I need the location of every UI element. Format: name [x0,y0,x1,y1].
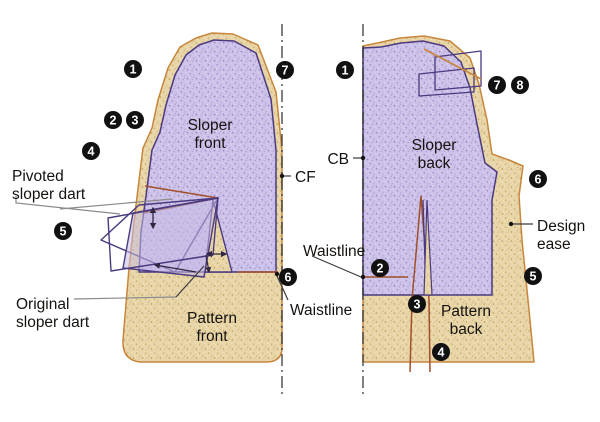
badge-back-4: 4 [432,343,450,361]
badge-number: 7 [282,63,289,77]
pivoted-sloper-dart-group [100,197,219,278]
design-ease-label-line2: ease [537,236,571,253]
pivoted-sloper-dart-label-line1: Pivoted [12,168,64,185]
original-dart-leader [73,296,177,300]
badge-circle [408,295,426,313]
sloper-front-label-line1: Sloper [188,117,233,134]
badge-number: 5 [530,269,537,283]
badge-back-7: 7 [488,76,506,94]
pattern-front-label-line1: Pattern [187,310,237,327]
badge-number: 1 [130,62,137,76]
badge-front-2: 2 [104,111,122,129]
badge-circle [276,61,294,79]
back-piece-group [362,24,535,398]
sloper-back-shape [362,40,498,296]
badge-number: 5 [60,224,67,238]
badge-number: 6 [535,172,542,186]
dart-shift-arrow-down [205,254,212,274]
badge-back-5: 5 [524,267,542,285]
badge-circle [279,268,297,286]
cb-leader-dot [360,155,366,161]
badge-back-6: 6 [529,170,547,188]
badge-circle [104,111,122,129]
badge-number: 8 [517,78,524,92]
back-shoulder-dart-box [434,50,482,91]
back-shoulder-dart-diagonal [423,48,482,80]
original-sloper-dart-label-line2: sloper dart [16,314,90,331]
pivoted-sloper-dart-label-line2: sloper dart [12,186,86,203]
waistline-back-dot [360,274,366,280]
design-ease-label-line1: Design [537,218,585,235]
badge-back-3: 3 [408,295,426,313]
front-piece-group [100,24,283,398]
badge-number: 4 [88,144,95,158]
original-dart-leader-2 [175,265,205,298]
badge-circle [54,222,72,240]
badge-circle [488,76,506,94]
center-front-label: CF [295,169,316,186]
badge-number: 7 [494,78,501,92]
numbered-badges-layer: 1 2 3 4 5 6 7 1 2 3 4 5 6 7 8 [54,60,547,361]
badge-circle [371,259,389,277]
badge-circle [432,343,450,361]
waistline-front-leader [276,275,289,301]
leader-lines-group [15,155,533,301]
pattern-back-label-line1: Pattern [441,303,491,320]
badge-front-4: 4 [82,142,100,160]
badge-back-1: 1 [336,61,354,79]
waistline-front-dot [274,271,280,277]
text-labels-group: Sloper front Pattern front Sloper back P… [12,117,585,345]
sloper-front-label-line2: front [194,135,226,152]
badge-circle [126,111,144,129]
badge-circle [336,61,354,79]
original-sloper-dart-label-line1: Original [16,296,69,313]
center-back-label: CB [327,151,349,168]
badge-number: 1 [342,63,349,77]
dart-shift-arrow-left [153,262,197,273]
waistline-back-leader [311,255,362,278]
badge-number: 3 [132,113,139,127]
waistline-front-label: Waistline [290,302,352,319]
sloper-back-label-line1: Sloper [412,137,457,154]
badge-circle [511,76,529,94]
badge-circle [124,60,142,78]
badge-back-2: 2 [371,259,389,277]
badge-number: 6 [285,270,292,284]
badge-number: 3 [414,297,421,311]
badge-front-5: 5 [54,222,72,240]
badge-front-7: 7 [276,61,294,79]
cf-leader-dot [279,173,285,179]
badge-circle [524,267,542,285]
pivoted-dart-leader-2 [59,198,173,210]
sloper-back-label-line2: back [418,155,451,172]
design-ease-dot [508,221,514,227]
sloper-back-dart-notch [423,199,433,296]
badge-back-8: 8 [511,76,529,94]
pivoted-dart-leader [15,196,121,215]
back-shoulder-dart-box-lower [418,67,475,97]
badge-front-6: 6 [279,268,297,286]
badge-number: 2 [377,261,384,275]
badge-front-1: 1 [124,60,142,78]
pattern-back-label-line2: back [450,321,483,338]
waistline-back-label: Waistline [303,243,365,260]
badge-circle [529,170,547,188]
badge-front-3: 3 [126,111,144,129]
pattern-front-label-line2: front [196,328,228,345]
badge-number: 2 [110,113,117,127]
badge-circle [82,142,100,160]
badge-number: 4 [438,345,445,359]
